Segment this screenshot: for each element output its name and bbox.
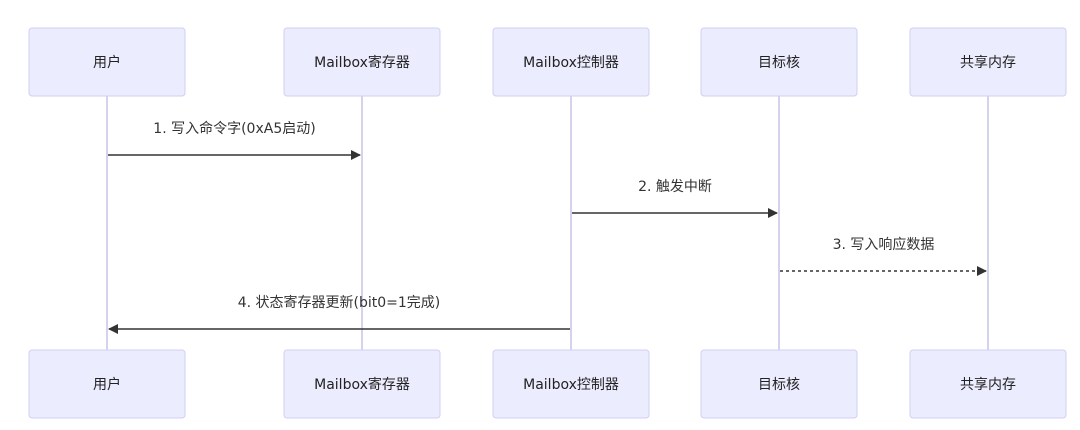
participant-box xyxy=(492,349,650,419)
participant-label: 共享内存 xyxy=(960,54,1016,71)
message-label: 2. 触发中断 xyxy=(638,179,712,195)
participant-box xyxy=(700,349,858,419)
participant-label: 用户 xyxy=(93,54,121,71)
participant-user-bottom: 用户 xyxy=(28,349,186,419)
participant-box xyxy=(283,349,441,419)
participant-box xyxy=(283,27,441,97)
message-4: 4. 状态寄存器更新(bit0=1完成) xyxy=(108,294,570,334)
participant-label: 共享内存 xyxy=(960,376,1016,393)
participant-label: 目标核 xyxy=(758,377,800,393)
message-label: 3. 写入响应数据 xyxy=(833,236,935,253)
participant-mailbox-register-top: Mailbox寄存器 xyxy=(283,27,441,97)
participant-label: Mailbox寄存器 xyxy=(314,376,410,393)
participant-label: Mailbox寄存器 xyxy=(314,54,410,71)
participant-target-core-top: 目标核 xyxy=(700,27,858,97)
message-label: 1. 写入命令字(0xA5启动) xyxy=(153,120,315,137)
message-2: 2. 触发中断 xyxy=(572,179,778,218)
participant-shared-memory-top: 共享内存 xyxy=(909,27,1067,97)
participant-box xyxy=(909,27,1067,97)
message-3: 3. 写入响应数据 xyxy=(780,236,987,276)
participant-box xyxy=(700,27,858,97)
participant-label: 目标核 xyxy=(758,55,800,71)
participant-label: 用户 xyxy=(93,376,121,393)
participant-label: Mailbox控制器 xyxy=(523,55,619,71)
participant-target-core-bottom: 目标核 xyxy=(700,349,858,419)
message-1: 1. 写入命令字(0xA5启动) xyxy=(108,120,361,160)
message-label: 4. 状态寄存器更新(bit0=1完成) xyxy=(238,294,441,311)
participant-shared-memory-bottom: 共享内存 xyxy=(909,349,1067,419)
participant-label: Mailbox控制器 xyxy=(523,377,619,393)
participant-boxes: 用户用户Mailbox寄存器Mailbox寄存器Mailbox控制器Mailbo… xyxy=(28,27,1067,419)
participant-box xyxy=(492,27,650,97)
participant-user-top: 用户 xyxy=(28,27,186,97)
participant-mailbox-controller-top: Mailbox控制器 xyxy=(492,27,650,97)
lifelines xyxy=(106,96,989,350)
participant-mailbox-register-bottom: Mailbox寄存器 xyxy=(283,349,441,419)
participant-mailbox-controller-bottom: Mailbox控制器 xyxy=(492,349,650,419)
participant-box xyxy=(28,349,186,419)
participant-box xyxy=(909,349,1067,419)
participant-box xyxy=(28,27,186,97)
messages: 1. 写入命令字(0xA5启动) 2. 触发中断 3. 写入响应数据 4. 状态寄存器… xyxy=(108,120,987,334)
